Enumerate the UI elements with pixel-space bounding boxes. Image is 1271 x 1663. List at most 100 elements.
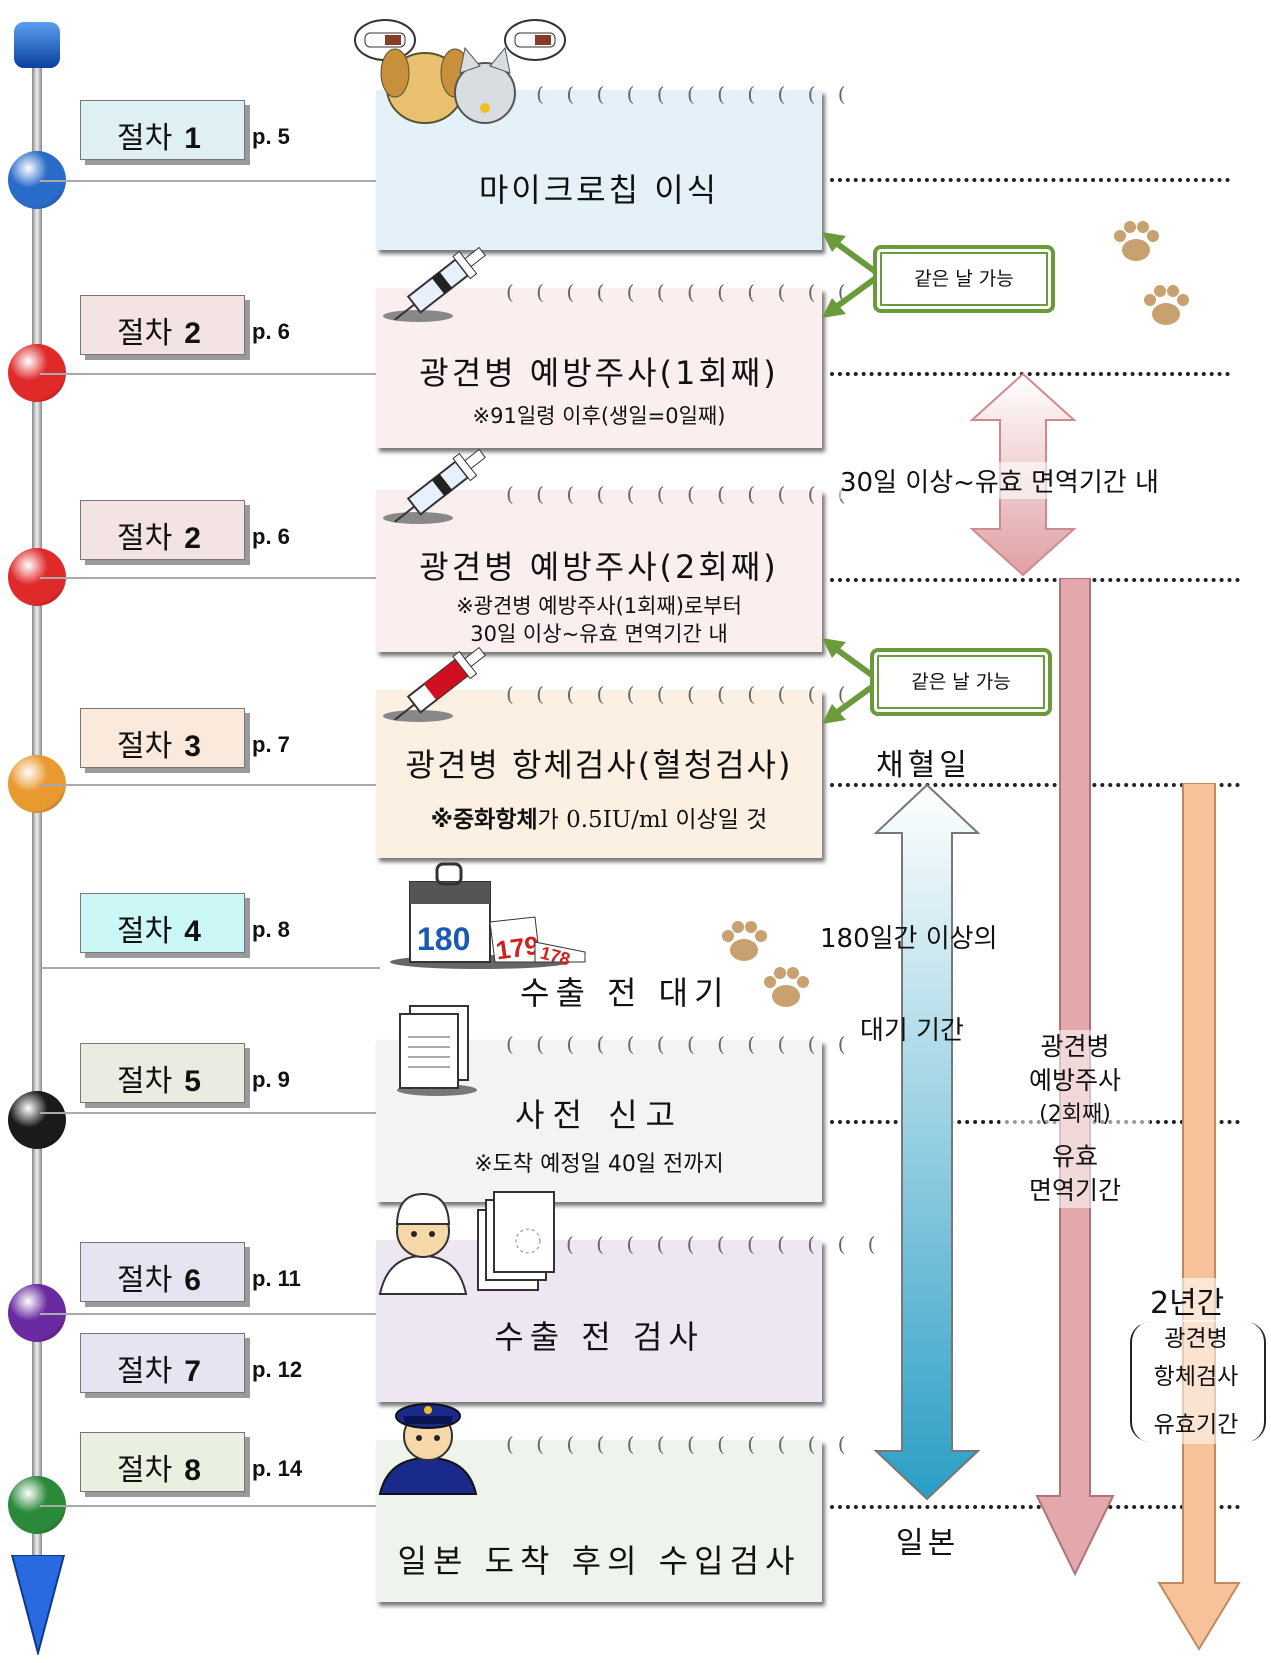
calendar-number: 179 <box>494 930 541 966</box>
step-number: 3 <box>184 730 201 763</box>
antibody-validity-arrow <box>1157 783 1241 1651</box>
step-label: 절차 1 <box>117 113 201 157</box>
step-label-box: 절차 4 <box>80 893 245 953</box>
connector-line <box>40 373 380 375</box>
page-reference: p. 5 <box>252 124 290 149</box>
section-title-waiting: 수출 전 대기 <box>520 974 730 1012</box>
japan-label: 일본 <box>896 1526 960 1561</box>
blood-day-label: 채혈일 <box>876 748 971 783</box>
wait-label-1: 180일간 이상의 <box>820 924 998 954</box>
syringe-icon <box>383 448 486 524</box>
step-label: 절차 5 <box>117 1056 201 1100</box>
paw-print-icon <box>1114 221 1159 261</box>
notebook-rings: ( ( ( ( ( ( ( ( ( ( ( ( <box>506 82 854 106</box>
syringe-icon <box>383 246 486 322</box>
connector-line <box>40 784 380 786</box>
paw-print-icon <box>1144 285 1189 325</box>
timeline-top-cap <box>14 22 60 68</box>
calendar-number: 180 <box>417 921 470 957</box>
connector-line <box>40 577 380 579</box>
step-number: 4 <box>184 915 201 948</box>
page-reference: p. 9 <box>252 1067 290 1092</box>
step-label-box: 절차 8 <box>80 1432 245 1492</box>
page-reference: p. 14 <box>252 1456 303 1481</box>
card-note: 30일 이상~유효 면역기간 내 <box>470 622 728 646</box>
card-microchip: ( ( ( ( ( ( ( ( ( ( ( ( 마이크로칩 이식 <box>376 82 846 250</box>
card-title: 광견병 항체검사(혈청검사) <box>405 746 793 784</box>
dotted-line <box>830 578 1240 582</box>
step-number: 2 <box>184 522 201 555</box>
step-label-text: 절차 <box>117 1453 173 1488</box>
step-label: 절차 7 <box>117 1346 201 1390</box>
connector-line <box>40 180 390 182</box>
step-number: 6 <box>184 1264 201 1297</box>
documents-icon <box>397 1005 477 1096</box>
dotted-line <box>830 783 1240 787</box>
vaccine-validity-line: (2회째) <box>1039 1102 1111 1127</box>
page-reference: p. 12 <box>252 1357 303 1382</box>
card-vaccine-2: ( ( ( ( ( ( ( ( ( ( ( ( 광견병 예방주사(2회째) ※광… <box>376 482 846 652</box>
step-label-text: 절차 <box>117 914 173 949</box>
step-label-box: 절차 7 <box>80 1333 245 1393</box>
step-label-text: 절차 <box>117 1064 173 1099</box>
card-note: ※91일령 이후(생일=0일째) <box>472 404 726 428</box>
step-number: 5 <box>184 1065 201 1098</box>
step-label-text: 절차 <box>117 121 173 156</box>
notebook-rings: ( ( ( ( ( ( ( ( ( ( ( ( <box>506 482 854 506</box>
antibody-validity-bracket <box>1130 1322 1266 1442</box>
step-label-text: 절차 <box>117 521 173 556</box>
connector-line <box>40 967 380 969</box>
card-title: 광견병 예방주사(1회째) <box>419 354 779 392</box>
card-title: 마이크로칩 이식 <box>478 171 720 209</box>
card-title: 일본 도착 후의 수입검사 <box>397 1542 801 1580</box>
page-reference: p. 6 <box>252 524 290 549</box>
two-years-label: 2년간 <box>1150 1278 1225 1322</box>
card-note: ※중화항체가 0.5IU/ml 이상일 것 <box>376 800 822 834</box>
step-label: 절차 4 <box>117 906 201 950</box>
antibody-validity-line: 유효기간 <box>1153 1412 1239 1438</box>
page-reference: p. 8 <box>252 917 290 942</box>
connector-line <box>40 1112 380 1114</box>
vaccine-validity-line: 면역기간 <box>1028 1176 1121 1205</box>
notebook-rings: ( ( ( ( ( ( ( ( ( ( ( ( <box>506 682 854 706</box>
vaccine-validity-line: 유효 <box>1051 1142 1098 1171</box>
veterinarian-icon <box>378 1191 555 1295</box>
officer-icon <box>378 1403 478 1495</box>
step-number: 1 <box>184 122 201 155</box>
dotted-line <box>830 178 1230 182</box>
step-label-text: 절차 <box>117 1263 173 1298</box>
card-note-bold: ※중화항체 <box>430 807 538 833</box>
step-number: 8 <box>184 1454 201 1487</box>
notebook-rings: ( ( ( ( ( ( ( ( ( ( ( ( <box>506 1432 854 1456</box>
blood-syringe-icon <box>383 646 486 722</box>
same-day-box: 같은 날 가능 <box>870 648 1052 716</box>
step-label-text: 절차 <box>117 1354 173 1389</box>
dotted-line <box>830 372 1230 376</box>
notebook-rings: ( ( ( ( ( ( ( ( ( ( ( ( <box>506 1032 854 1056</box>
notebook-rings: ( ( ( ( ( ( ( ( ( ( ( <box>566 1232 884 1256</box>
step-label-box: 절차 6 <box>80 1242 245 1302</box>
page-reference: p. 6 <box>252 319 290 344</box>
connector-line <box>40 1313 380 1315</box>
step-number: 7 <box>184 1355 201 1388</box>
step-label-box: 절차 2 <box>80 500 245 560</box>
card-antibody-test: ( ( ( ( ( ( ( ( ( ( ( ( 광견병 항체검사(혈청검사) ※… <box>376 682 846 858</box>
notebook-rings: ( ( ( ( ( ( ( ( ( ( ( ( <box>506 280 854 304</box>
timeline-arrow-head <box>10 1555 66 1655</box>
antibody-validity-line: 항체검사 <box>1153 1364 1239 1390</box>
antibody-validity-label: 광견병 항체검사 유효기간 <box>1140 1320 1252 1444</box>
wait-label-2: 대기 기간 <box>860 1016 964 1046</box>
card-title: 광견병 예방주사(2회째) <box>419 548 779 586</box>
connector-line <box>40 1505 380 1507</box>
step-label: 절차 2 <box>117 513 201 557</box>
step-number: 2 <box>184 317 201 350</box>
same-day-arrows <box>822 232 882 318</box>
card-note: ※도착 예정일 40일 전까지 <box>474 1152 724 1177</box>
vaccine-validity-line: 예방주사 <box>1028 1066 1121 1095</box>
vaccine-validity-line: 광견병 <box>1040 1032 1110 1061</box>
paw-print-icon <box>722 921 767 961</box>
step-label-box: 절차 5 <box>80 1043 245 1103</box>
step-label: 절차 8 <box>117 1445 201 1489</box>
